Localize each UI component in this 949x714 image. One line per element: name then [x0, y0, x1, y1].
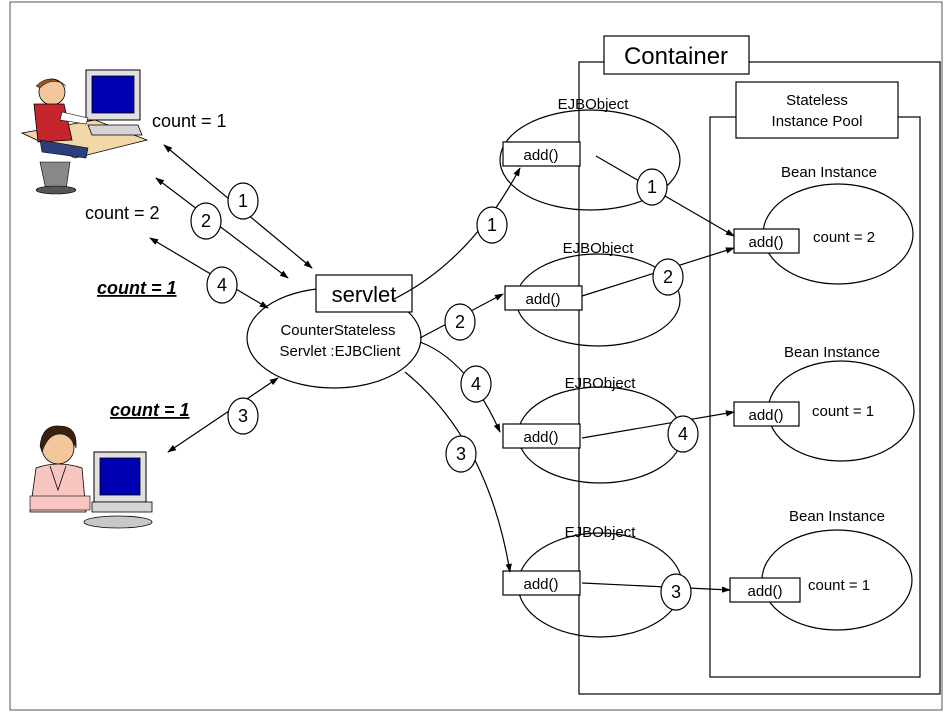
ejb-object-2-add-box: [504, 285, 583, 311]
bean-instance-1-add-box: [733, 228, 800, 254]
ejb-object-4-add-box: [502, 570, 581, 596]
bean-instance-2-label: Bean Instance: [784, 344, 880, 361]
client-top-count-4: count = 1: [97, 278, 177, 298]
container-label: Container: [624, 43, 728, 70]
svg-text:2: 2: [455, 312, 465, 332]
step-client-top-2: 2: [190, 202, 222, 240]
svg-text:2: 2: [201, 211, 211, 231]
bean-instance-3-label: Bean Instance: [789, 508, 885, 525]
step-ejb-bean-4: 4: [667, 415, 699, 453]
step-servlet-ejb-4: 4: [460, 365, 492, 403]
ejb-object-1: EJBObject add(): [499, 96, 681, 211]
step-servlet-ejb-1: 1: [476, 206, 508, 244]
bean-instance-2-count: count = 1: [812, 403, 874, 420]
step-client-top-1: 1: [227, 182, 259, 220]
svg-text:4: 4: [217, 275, 227, 295]
ejb-object-2-label: EJBObject: [563, 240, 635, 257]
svg-text:3: 3: [456, 444, 466, 464]
bean-instance-2-add-label: add(): [748, 407, 783, 424]
servlet-label-box: [315, 274, 413, 313]
bean-instance-2: Bean Instance add() count = 1: [733, 344, 915, 462]
ejb-object-1-add-box: [502, 141, 581, 167]
bean-instance-3-count: count = 1: [808, 577, 870, 594]
bean-instance-1: Bean Instance add() count = 2: [733, 164, 914, 285]
ejb-object-3-add-box: [502, 423, 581, 449]
step-circles: 1 2 4 3 1 2 4 3 1 2 4 3: [190, 168, 699, 611]
ejb-object-4-add-label: add(): [523, 576, 558, 593]
svg-text:1: 1: [487, 215, 497, 235]
bean-instance-1-add-label: add(): [748, 234, 783, 251]
step-servlet-ejb-2: 2: [444, 303, 476, 341]
step-client-bottom-3: 3: [227, 397, 259, 435]
bean-instance-1-label: Bean Instance: [781, 164, 877, 181]
ejb-object-1-add-label: add(): [523, 147, 558, 164]
ejb-object-4-label: EJBObject: [565, 524, 637, 541]
instance-pool-label-box: [735, 81, 899, 139]
servlet-label: servlet: [332, 282, 397, 307]
client-top-icon: [20, 69, 149, 195]
svg-text:1: 1: [647, 177, 657, 197]
svg-text:3: 3: [238, 406, 248, 426]
svg-text:4: 4: [678, 424, 688, 444]
step-servlet-ejb-3: 3: [445, 435, 477, 473]
ejb-object-2: EJBObject add(): [504, 240, 681, 347]
ejb-object-1-label: EJBObject: [558, 96, 630, 113]
servlet-name-line1: CounterStateless: [280, 322, 395, 339]
ejb-object-3: EJBObject add(): [502, 375, 683, 484]
client-bottom-count-3: count = 1: [110, 400, 190, 420]
step-client-top-4: 4: [206, 266, 238, 304]
svg-text:1: 1: [238, 191, 248, 211]
step-ejb-bean-3: 3: [660, 573, 692, 611]
svg-text:2: 2: [663, 267, 673, 287]
instance-pool-label-1: Stateless: [786, 92, 848, 109]
bean-instance-3: Bean Instance add() count = 1: [729, 508, 913, 631]
ejb-object-3-label: EJBObject: [565, 375, 637, 392]
client-top-count-2: count = 2: [85, 203, 160, 223]
ejb-object-2-add-label: add(): [525, 291, 560, 308]
ejb-object-4: EJBObject add(): [502, 524, 683, 638]
svg-text:4: 4: [471, 374, 481, 394]
container-box: [578, 61, 941, 695]
ejb-object-3-add-label: add(): [523, 429, 558, 446]
step-ejb-bean-2: 2: [652, 258, 684, 296]
client-top-count-1: count = 1: [152, 111, 227, 131]
bean-instance-3-add-label: add(): [747, 583, 782, 600]
bean-instance-3-add-box: [729, 577, 801, 603]
container-label-box: [603, 35, 750, 75]
step-ejb-bean-1: 1: [636, 168, 668, 206]
svg-text:3: 3: [671, 582, 681, 602]
client-bottom-icon: [29, 425, 153, 529]
instance-pool-label-2: Instance Pool: [772, 113, 863, 130]
client-servlet-arrows: [149, 144, 313, 453]
bean-instance-1-count: count = 2: [813, 229, 875, 246]
servlet: servlet CounterStateless Servlet :EJBCli…: [246, 274, 422, 389]
servlet-name-line2: Servlet :EJBClient: [280, 343, 402, 360]
outer-frame: [9, 1, 943, 711]
